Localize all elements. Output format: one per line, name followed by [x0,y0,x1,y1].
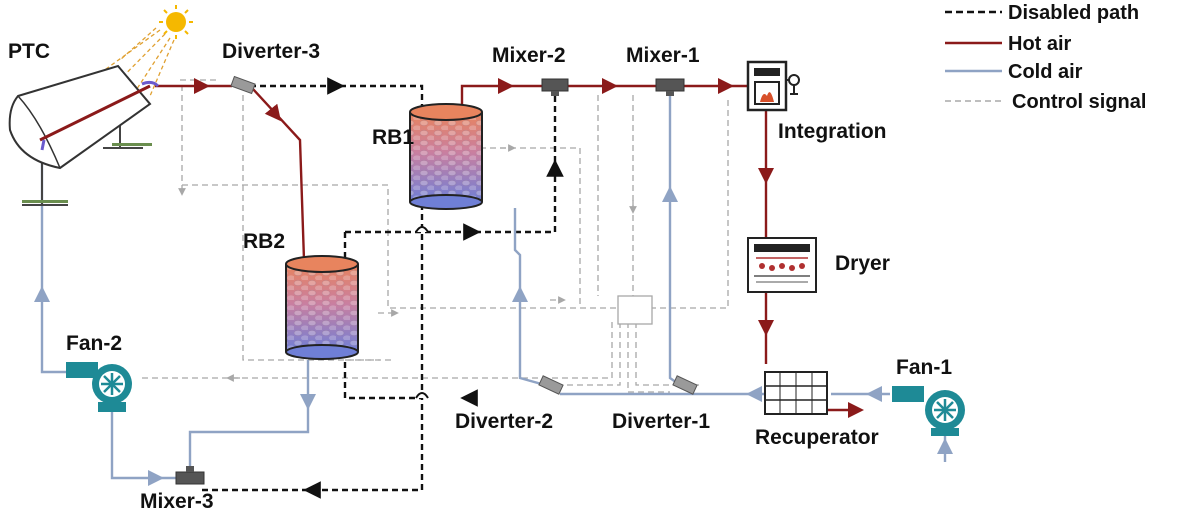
label-rb1: RB1 [372,126,414,149]
fan-1-icon [892,386,965,436]
rb1-storage-bed [409,103,483,210]
label-integration: Integration [778,120,887,143]
label-mixer-1: Mixer-1 [626,44,700,67]
legend-cold-air: Cold air [1008,61,1083,83]
integration-heater-icon [746,60,800,112]
rb2-storage-bed [285,255,359,360]
legend-hot-air: Hot air [1008,33,1072,55]
label-fan-2: Fan-2 [66,332,122,355]
ptc-collector-icon [8,64,160,206]
mixer-2-valve [541,78,569,96]
diverter-2-valve [538,375,564,395]
label-diverter-1: Diverter-1 [612,410,710,433]
mixer-3-valve [175,466,205,485]
label-rb2: RB2 [243,230,285,253]
cold-air-arrows [34,186,953,486]
label-mixer-2: Mixer-2 [492,44,566,67]
legend-control-signal: Control signal [1012,91,1146,113]
legend-disabled-path: Disabled path [1008,2,1139,24]
disabled-path-arrows [303,77,564,499]
mixer-1-valve [655,78,685,96]
label-ptc: PTC [8,40,50,63]
label-recuperator: Recuperator [755,426,879,449]
label-mixer-3: Mixer-3 [140,490,214,513]
recuperator-icon [764,371,828,415]
label-fan-1: Fan-1 [896,356,952,379]
hot-air-arrows [194,78,864,418]
dryer-icon [747,237,817,293]
line-crossings [415,226,429,399]
legend: Disabled path Hot air Cold air Control s… [945,2,1146,113]
diverter-3-valve [230,75,256,95]
label-diverter-3: Diverter-3 [222,40,320,63]
label-dryer: Dryer [835,252,890,275]
label-diverter-2: Diverter-2 [455,410,553,433]
diverter-1-valve [672,375,698,395]
fan-2-icon [66,362,132,412]
sun-icon [159,5,193,39]
controller-box [617,295,653,325]
